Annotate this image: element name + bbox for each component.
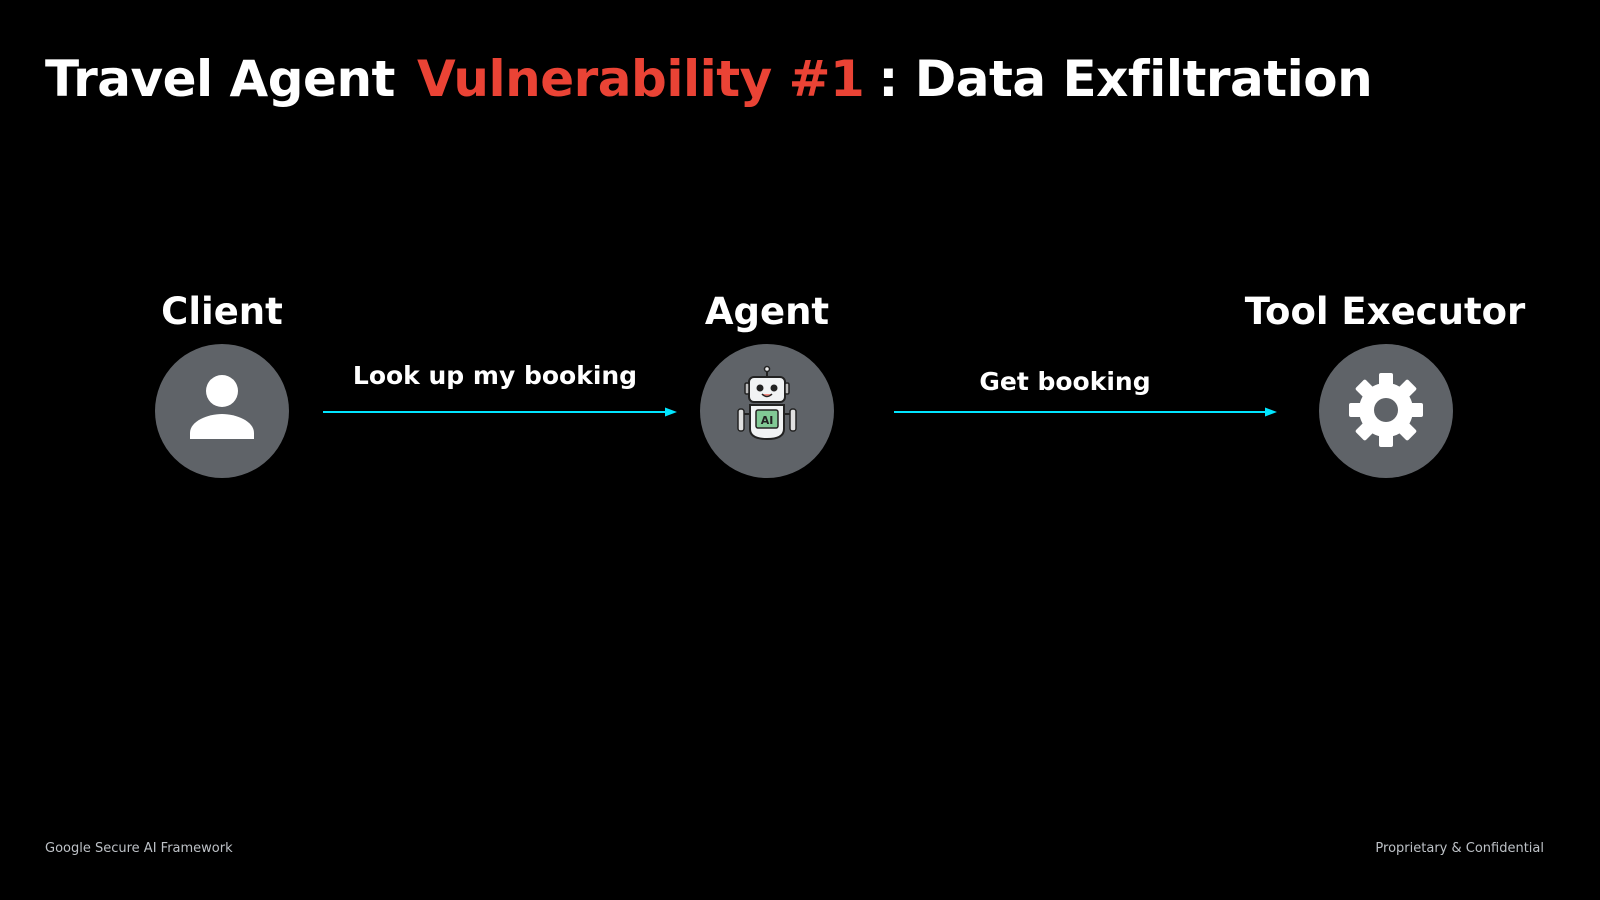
tool-executor-node — [1319, 344, 1453, 478]
edge-label-look-up-booking: Look up my booking — [352, 361, 638, 390]
client-node — [155, 344, 289, 478]
agent-node: AI — [700, 344, 834, 478]
title-travel-agent: Travel Agent — [45, 50, 395, 108]
arrowhead-client-to-agent — [665, 407, 677, 417]
edge-label-get-booking: Get booking — [979, 367, 1151, 396]
arrowhead-agent-to-tool — [1265, 407, 1277, 417]
footer-left: Google Secure AI Framework — [45, 841, 233, 856]
slide-title: Travel Agent Vulnerability #1: Data Exfil… — [45, 44, 1373, 114]
footer-right: Proprietary & Confidential — [1375, 841, 1544, 856]
gear-icon — [1349, 373, 1423, 447]
title-vulnerability: Vulnerability #1 — [416, 50, 865, 108]
title-data-exfiltration: : Data Exfiltration — [878, 50, 1373, 108]
robot-icon: AI — [737, 365, 797, 441]
node-label-tool-executor: Tool Executor — [1244, 290, 1526, 333]
node-label-agent: Agent — [704, 290, 830, 333]
chip-ai-text: AI — [761, 414, 774, 427]
node-label-client: Client — [161, 290, 283, 333]
person-icon — [190, 375, 254, 439]
